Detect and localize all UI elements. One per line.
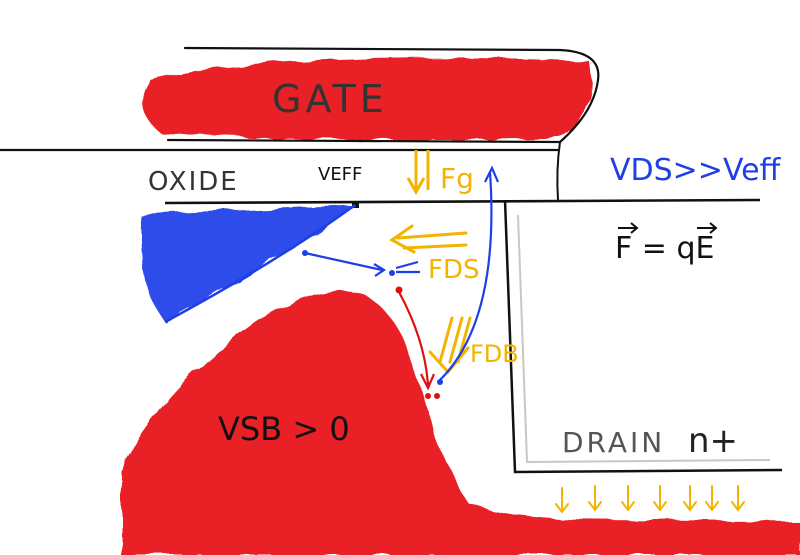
substrate-region: VSB > 0 [120,290,800,555]
fds-label: FDS [428,255,479,285]
hole-path [395,286,440,399]
drain-body-force: FDB [428,316,519,375]
oxide-layer: OXIDE [0,148,761,205]
gate-region: GATE [142,46,600,201]
fdb-label: FDB [470,340,519,368]
veff-label: VEFF [318,164,362,185]
gate-force: Fg [406,150,474,196]
channel-region [140,203,356,324]
vector-arrows [618,222,718,234]
oxide-label: OXIDE [148,167,239,197]
drain-source-force: FDS [389,224,479,285]
drain-label: DRAIN [562,426,665,459]
pinch-off-point [352,201,359,208]
drain-field-arrows [555,485,745,514]
gate-label: GATE [272,77,388,121]
force-equation-label: F = qE [615,231,714,266]
vds-relation-label: VDS>>Veff [610,153,782,188]
drain-type-label: n+ [688,421,738,461]
vsb-label: VSB > 0 [218,410,350,448]
drain-region: DRAIN n+ [503,199,783,474]
fg-label: Fg [440,162,474,195]
veff-marker: VEFF [318,164,362,208]
electron-path [302,165,500,385]
